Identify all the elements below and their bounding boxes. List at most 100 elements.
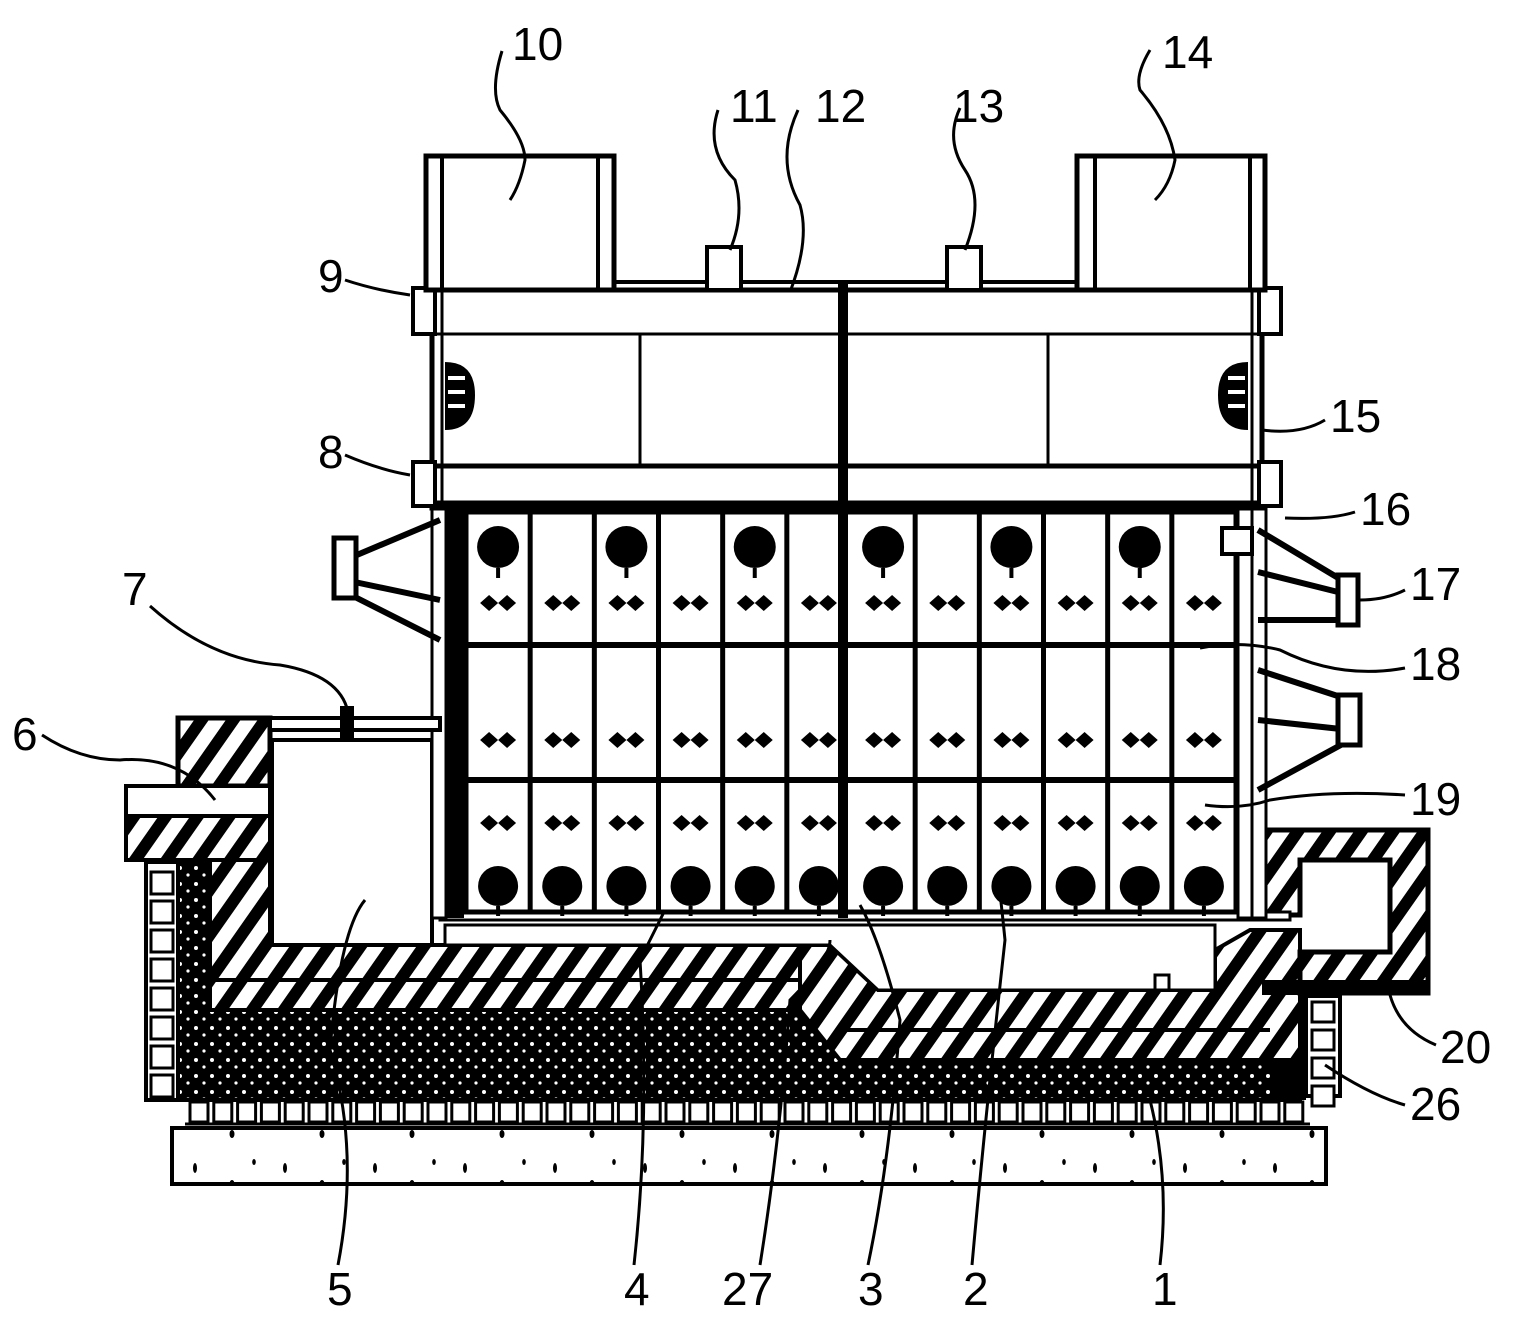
brick — [1021, 1100, 1043, 1124]
brick — [926, 1100, 948, 1124]
electrode-mark-icon — [1185, 815, 1222, 831]
leader-line — [148, 604, 350, 713]
electrode-mark-icon — [1057, 732, 1094, 748]
brick — [259, 1100, 281, 1124]
leader-line — [494, 50, 527, 201]
left-chamber — [268, 716, 437, 947]
electrode-mark-icon — [736, 732, 773, 748]
electrode-mark-icon — [1121, 815, 1158, 831]
callout-11: 11 — [712, 80, 778, 251]
electrode-mark-icon — [608, 595, 645, 611]
bottom-channel — [443, 923, 1217, 992]
electrode-mark-icon — [929, 595, 966, 611]
electrode-mark-icon — [1185, 595, 1222, 611]
brick — [807, 1100, 829, 1124]
brick — [149, 986, 175, 1012]
brick — [497, 1100, 519, 1124]
callout-17: 17 — [1359, 558, 1461, 610]
electrode-mark-icon — [1121, 732, 1158, 748]
leader-line — [1359, 588, 1406, 602]
handle-left-icon — [445, 362, 475, 430]
callout-9: 9 — [318, 250, 411, 302]
callout-label: 8 — [318, 426, 344, 478]
callout-label: 18 — [1410, 638, 1461, 690]
callout-label: 16 — [1360, 483, 1411, 535]
callout-label: 19 — [1410, 773, 1461, 825]
port-right — [945, 245, 983, 292]
callout-label: 15 — [1330, 390, 1381, 442]
leader-line — [41, 733, 217, 801]
leader-line — [1137, 49, 1177, 202]
electrode-ball-icon — [477, 526, 520, 578]
leader-line — [1388, 994, 1437, 1047]
brick — [545, 1100, 567, 1124]
electrode-mark-icon — [929, 732, 966, 748]
electrode-ball-icon — [863, 866, 904, 916]
brick — [783, 1100, 805, 1124]
electrode-mark-icon — [672, 815, 709, 831]
callout-label: 2 — [963, 1263, 989, 1315]
brick — [1310, 1056, 1336, 1080]
callout-10: 10 — [494, 18, 563, 201]
brick — [759, 1100, 781, 1124]
brick — [149, 928, 175, 954]
leader-line — [344, 278, 411, 297]
leader-line — [858, 904, 902, 1266]
electrode-mark-icon — [608, 732, 645, 748]
electrode-mark-icon — [480, 815, 517, 831]
electrode-mark-icon — [1057, 595, 1094, 611]
electrode-mark-icon — [672, 595, 709, 611]
brick — [149, 1015, 175, 1041]
callout-16: 16 — [1284, 483, 1411, 535]
leader-line — [1204, 791, 1406, 809]
electrode-mark-icon — [544, 595, 581, 611]
electrode-mark-icon — [800, 732, 837, 748]
brick — [593, 1100, 615, 1124]
brick — [188, 1100, 210, 1124]
brick — [149, 899, 175, 925]
refractory-lining — [124, 715, 1431, 1062]
electrode-ball-icon — [670, 866, 711, 916]
callout-8: 8 — [318, 426, 411, 478]
brick — [569, 1100, 591, 1124]
electrode-mark-icon — [1057, 815, 1094, 831]
electrode-mark-icon — [480, 595, 517, 611]
callout-label: 17 — [1410, 558, 1461, 610]
left-bracket — [331, 517, 442, 643]
callout-label: 20 — [1440, 1021, 1491, 1073]
callout-label: 12 — [815, 80, 866, 132]
callout-label: 7 — [122, 563, 148, 615]
electrode-mark-icon — [480, 732, 517, 748]
concrete-foundation — [170, 1126, 1328, 1186]
leader-line — [328, 899, 367, 1266]
electrode-mark-icon — [1185, 732, 1222, 748]
leader-line — [952, 107, 977, 251]
callout-label: 13 — [953, 80, 1004, 132]
leader-line — [1261, 418, 1326, 433]
electrode-ball-icon — [927, 866, 968, 916]
electrode-ball-icon — [733, 526, 776, 578]
brick — [1092, 1100, 1114, 1124]
port-left — [705, 245, 743, 292]
brick — [378, 1100, 400, 1124]
callout-label: 6 — [12, 708, 38, 760]
leader-line — [758, 939, 832, 1266]
brick — [902, 1100, 924, 1124]
leader-line — [1284, 510, 1356, 520]
leader-line — [344, 453, 411, 477]
brick — [1310, 1000, 1336, 1024]
brick — [712, 1100, 734, 1124]
callout-label: 27 — [722, 1263, 773, 1315]
brick — [1116, 1100, 1138, 1124]
side-pipe — [268, 706, 442, 742]
callout-label: 26 — [1410, 1078, 1461, 1130]
brick — [426, 1100, 448, 1124]
electrode-mark-icon — [608, 815, 645, 831]
brick — [283, 1100, 305, 1124]
callout-15: 15 — [1261, 390, 1381, 442]
electrode-ball-icon — [542, 866, 583, 916]
brick — [1188, 1100, 1210, 1124]
brick — [878, 1100, 900, 1124]
electrode-ball-icon — [862, 526, 905, 578]
